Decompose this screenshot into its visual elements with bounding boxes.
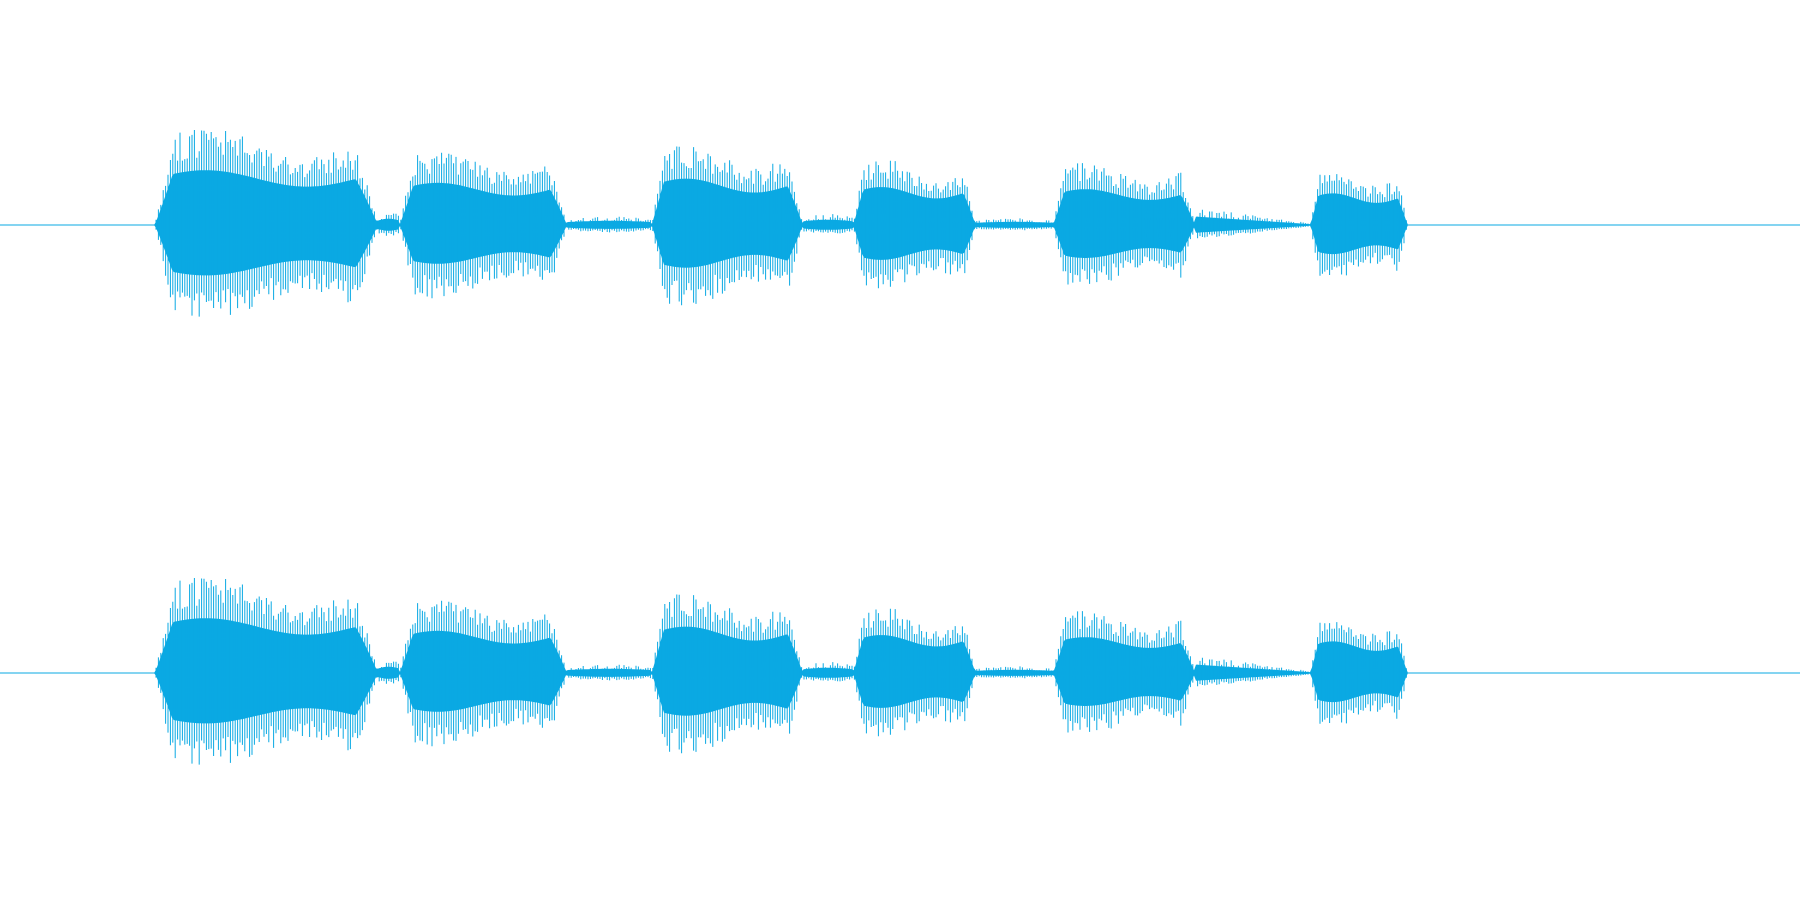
channel-1-waveform	[0, 130, 1800, 317]
channel-2-waveform	[0, 578, 1800, 765]
waveform-spikes	[155, 578, 1407, 765]
waveform-spikes	[155, 130, 1407, 317]
